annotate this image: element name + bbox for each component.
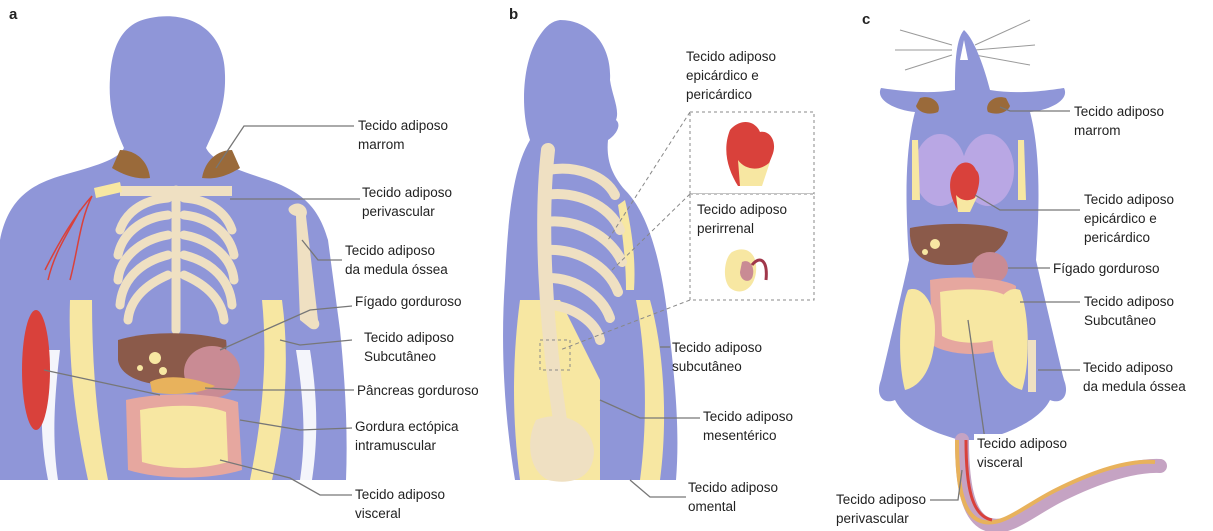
label-c-subcutaneous-line2: Subcutâneo [1084,311,1174,330]
label-a-brown-fat-line1: Tecido adiposo [358,116,448,135]
label-c-epicardial-line1: Tecido adiposo [1084,190,1174,209]
label-a-visceral-line2: visceral [355,504,445,523]
label-a-fatty-liver-line1: Fígado gorduroso [355,292,462,311]
label-b-mesenteric: Tecido adiposo mesentérico [703,407,793,445]
label-b-epicardial: Tecido adiposo epicárdico e pericárdico [686,47,776,104]
label-b-subcutaneous: Tecido adiposo subcutâneo [672,338,762,376]
label-c-perivascular: Tecido adiposo perivascular [834,490,928,528]
label-c-epicardial-line2: epicárdico e [1084,209,1174,228]
label-b-epicardial-line1: Tecido adiposo [686,47,776,66]
label-a-subcutaneous: Tecido adiposo Subcutâneo [364,328,454,366]
bone-marrow-c [1028,340,1036,392]
panel-letter-c: c [862,11,870,28]
label-c-perivascular-line2: perivascular [836,509,926,528]
label-b-perirenal: Tecido adiposo perirrenal [697,200,787,238]
label-c-subcutaneous: Tecido adiposo Subcutâneo [1084,292,1174,330]
label-a-fatty-pancreas: Pâncreas gorduroso [357,381,479,400]
label-b-omental-line2: omental [688,497,778,516]
panel-letter-a: a [9,6,17,23]
label-a-bone-marrow-line1: Tecido adiposo [345,241,448,260]
label-a-brown-fat-line2: marrom [358,135,448,154]
label-c-bone-marrow: Tecido adiposo da medula óssea [1083,358,1186,396]
label-c-perivascular-line1: Tecido adiposo [836,490,926,509]
panel-a-figure [0,16,347,480]
label-b-perirenal-line1: Tecido adiposo [697,200,787,219]
label-c-fatty-liver-line1: Fígado gorduroso [1053,259,1160,278]
label-a-perivascular-line1: Tecido adiposo [362,183,452,202]
label-b-mesenteric-line1: Tecido adiposo [703,407,793,426]
label-a-bone-marrow-line2: da medula óssea [345,260,448,279]
label-a-fatty-pancreas-line1: Pâncreas gorduroso [357,381,479,400]
label-c-visceral-line2: visceral [977,453,1067,472]
label-a-ectopic-line2: intramuscular [355,436,459,455]
label-b-omental: Tecido adiposo omental [688,478,778,516]
label-c-epicardial-line3: pericárdico [1084,228,1174,247]
label-b-omental-line1: Tecido adiposo [688,478,778,497]
label-a-perivascular: Tecido adiposo perivascular [362,183,452,221]
label-a-fatty-liver: Fígado gorduroso [355,292,462,311]
label-c-visceral: Tecido adiposo visceral [974,434,1070,472]
label-c-subcutaneous-line1: Tecido adiposo [1084,292,1174,311]
label-c-brown-fat: Tecido adiposo marrom [1074,102,1164,140]
label-a-bone-marrow: Tecido adiposo da medula óssea [345,241,448,279]
label-a-ectopic: Gordura ectópica intramuscular [355,417,459,455]
label-b-mesenteric-line2: mesentérico [703,426,793,445]
label-a-ectopic-line1: Gordura ectópica [355,417,459,436]
label-a-visceral-line1: Tecido adiposo [355,485,445,504]
label-c-epicardial: Tecido adiposo epicárdico e pericárdico [1084,190,1174,247]
label-c-fatty-liver: Fígado gorduroso [1053,259,1160,278]
label-c-visceral-line1: Tecido adiposo [977,434,1067,453]
label-c-bone-marrow-line2: da medula óssea [1083,377,1186,396]
label-b-subcutaneous-line1: Tecido adiposo [672,338,762,357]
label-a-subcutaneous-line2: Subcutâneo [364,347,454,366]
label-b-epicardial-line3: pericárdico [686,85,776,104]
label-c-brown-fat-line2: marrom [1074,121,1164,140]
label-c-bone-marrow-line1: Tecido adiposo [1083,358,1186,377]
label-b-subcutaneous-line2: subcutâneo [672,357,762,376]
label-b-perirenal-line2: perirrenal [697,219,787,238]
panel-letter-b: b [509,6,518,23]
label-a-brown-fat: Tecido adiposo marrom [358,116,448,154]
label-a-perivascular-line2: perivascular [362,202,452,221]
label-c-brown-fat-line1: Tecido adiposo [1074,102,1164,121]
label-a-subcutaneous-line1: Tecido adiposo [364,328,454,347]
label-b-epicardial-line2: epicárdico e [686,66,776,85]
label-a-visceral: Tecido adiposo visceral [355,485,445,523]
